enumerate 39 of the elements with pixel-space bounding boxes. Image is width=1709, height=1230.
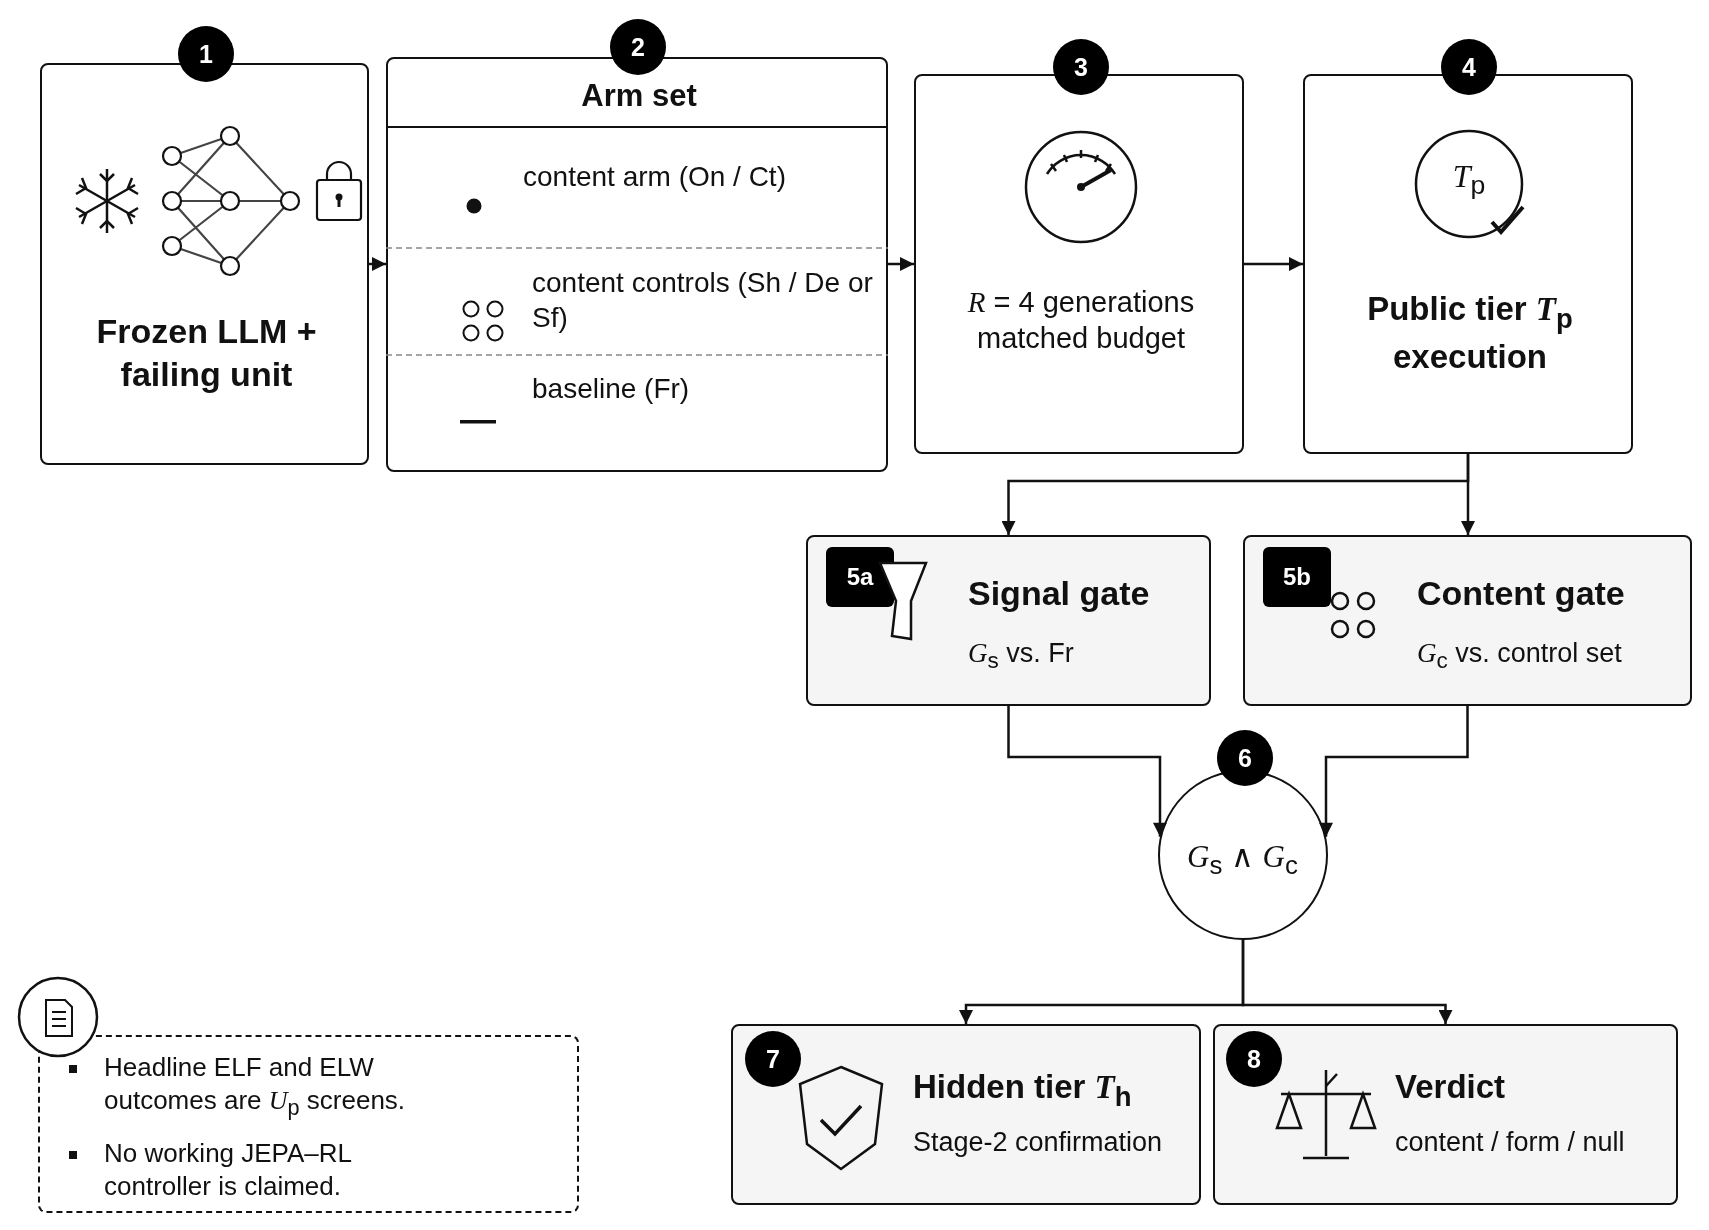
node-title: Hidden tier T$_{h}$ bbox=[913, 1067, 1133, 1114]
arm-label: content arm (On / Ct) bbox=[523, 160, 787, 194]
gate-box bbox=[806, 535, 1211, 706]
gate-box bbox=[1243, 535, 1692, 706]
node-text: G$_{c}$ vs. control set bbox=[1417, 637, 1623, 676]
node-title: Frozen LLM + failing unit bbox=[95, 311, 318, 395]
step-badge: 6 bbox=[1217, 730, 1273, 786]
step-badge: 4 bbox=[1441, 39, 1497, 95]
step-badge: 5b bbox=[1263, 547, 1331, 607]
arrow bbox=[888, 257, 914, 271]
node-title: Arm set bbox=[580, 77, 698, 115]
node-title: Signal gate bbox=[968, 573, 1151, 614]
list-item: Headline ELF and ELW outcomes are U$_{p}$ screens. bbox=[104, 1051, 407, 1121]
arrow bbox=[1007, 706, 1167, 837]
node-text: Stage-2 confirmation bbox=[913, 1126, 1164, 1159]
step-badge: 2 bbox=[610, 19, 666, 75]
process-box bbox=[731, 1024, 1201, 1205]
node-text: content / form / null bbox=[1395, 1126, 1626, 1159]
node-title: Verdict bbox=[1395, 1067, 1507, 1107]
node-text: G$_{s}$ vs. Fr bbox=[968, 637, 1075, 676]
arrow bbox=[1461, 454, 1475, 535]
symbol-label: T$_{p}$ bbox=[1451, 157, 1487, 203]
step-badge: 3 bbox=[1053, 39, 1109, 95]
node-title: Content gate bbox=[1417, 573, 1626, 614]
arm-label: baseline (Fr) bbox=[532, 372, 691, 406]
formula-label: G$_{s}$ ∧ G$_{c}$ bbox=[1186, 838, 1299, 882]
step-badge: 8 bbox=[1226, 1031, 1282, 1087]
arrow bbox=[1244, 257, 1303, 271]
process-box bbox=[1213, 1024, 1678, 1205]
arrow bbox=[1319, 706, 1469, 837]
node-title: Public tier T$_{p}$ execution bbox=[1366, 289, 1574, 377]
step-badge: 5a bbox=[826, 547, 894, 607]
node-text: R = 4 generations matched budget bbox=[966, 285, 1196, 357]
arrow bbox=[1241, 940, 1453, 1024]
list-item: No working JEPA–RL controller is claimed. bbox=[104, 1137, 353, 1202]
arm-label: content controls (Sh / De or Sf) bbox=[532, 266, 874, 335]
step-badge: 1 bbox=[178, 26, 234, 82]
arrow bbox=[369, 257, 386, 271]
step-badge: 7 bbox=[745, 1031, 801, 1087]
